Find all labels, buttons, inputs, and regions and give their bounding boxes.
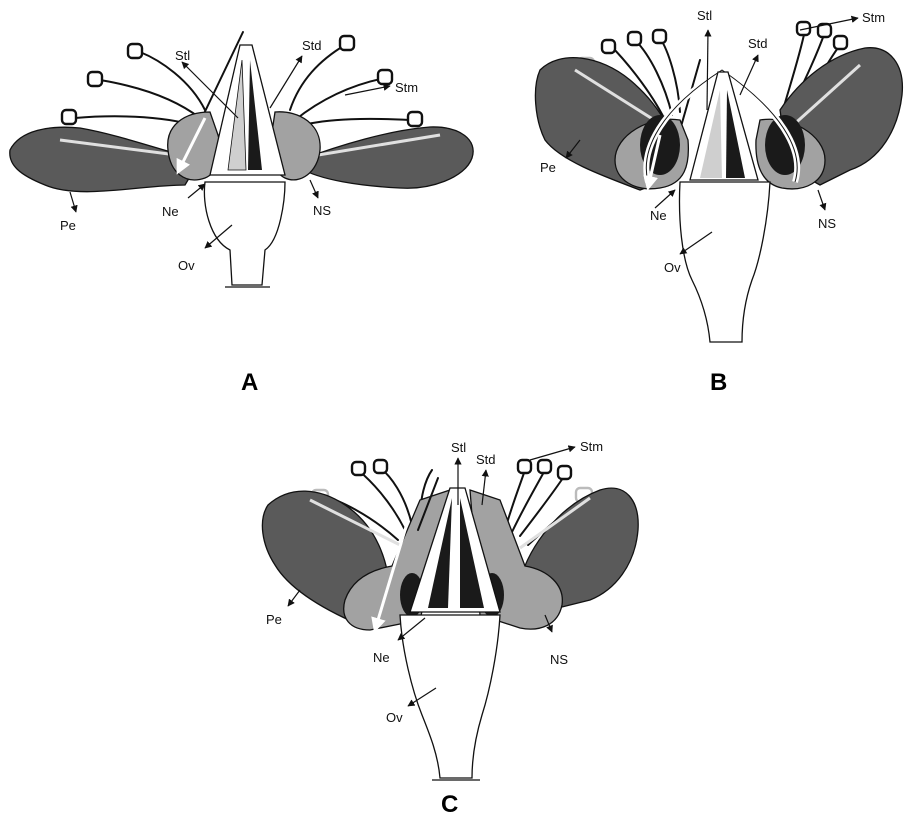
- label-nectary-scale: NS: [313, 203, 331, 218]
- label-ovary: Ov: [664, 260, 681, 275]
- anther: [518, 460, 531, 473]
- label-staminode: Std: [748, 36, 768, 51]
- label-ovary: Ov: [386, 710, 403, 725]
- anther: [834, 36, 847, 49]
- panel-letter-a: A: [241, 369, 258, 396]
- panel-letter-b: B: [710, 369, 727, 396]
- ovary: [204, 182, 285, 285]
- anther: [340, 36, 354, 50]
- label-petal: Pe: [540, 160, 556, 175]
- anther: [538, 460, 551, 473]
- anther: [558, 466, 571, 479]
- label-petal: Pe: [60, 218, 76, 233]
- anther: [88, 72, 102, 86]
- label-nectary: Ne: [373, 650, 390, 665]
- label-nectary: Ne: [650, 208, 667, 223]
- label-stamen: Stm: [862, 10, 885, 25]
- label-nectary-scale: NS: [550, 652, 568, 667]
- anther: [653, 30, 666, 43]
- label-style: Stl: [697, 8, 712, 23]
- label-nectary: Ne: [162, 204, 179, 219]
- panel-b: Stl Std Stm Pe Ne NS Ov B: [535, 8, 902, 396]
- label-petal: Pe: [266, 612, 282, 627]
- anther: [62, 110, 76, 124]
- anther: [628, 32, 641, 45]
- label-ovary: Ov: [178, 258, 195, 273]
- anther: [352, 462, 365, 475]
- label-staminode: Std: [476, 452, 496, 467]
- panel-a: Stl Std Stm Pe Ne NS Ov A: [10, 32, 473, 396]
- panel-c: Stl Std Stm Pe Ne NS Ov C: [262, 439, 638, 817]
- petal-right: [300, 127, 473, 188]
- corolla-tube: [210, 45, 285, 175]
- label-nectary-scale: NS: [818, 216, 836, 231]
- anther: [602, 40, 615, 53]
- ovary: [400, 615, 500, 778]
- label-style: Stl: [451, 440, 466, 455]
- label-style: Stl: [175, 48, 190, 63]
- anther: [128, 44, 142, 58]
- label-stamen: Stm: [395, 80, 418, 95]
- label-stamen: Stm: [580, 439, 603, 454]
- label-staminode: Std: [302, 38, 322, 53]
- anther: [374, 460, 387, 473]
- anther: [408, 112, 422, 126]
- ovary: [680, 182, 771, 342]
- panel-letter-c: C: [441, 791, 458, 817]
- anther: [378, 70, 392, 84]
